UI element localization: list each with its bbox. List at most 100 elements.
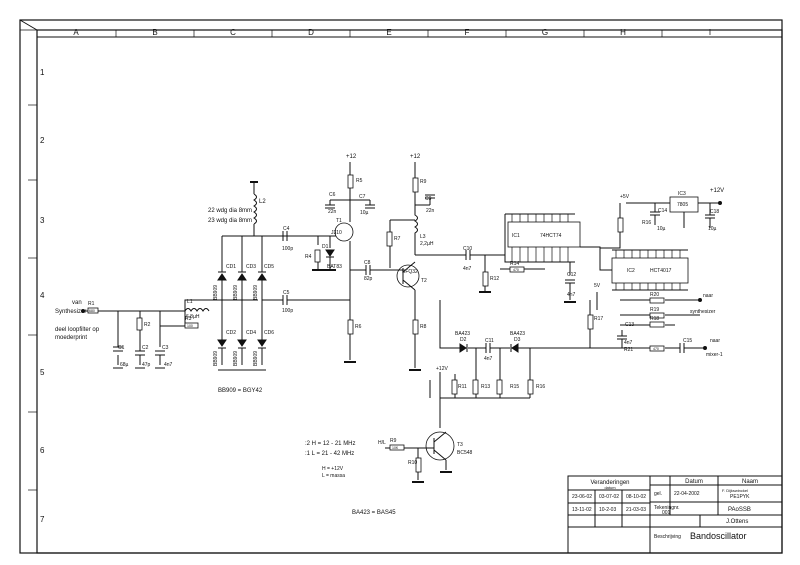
range-line3: H = +12V: [322, 466, 344, 472]
resistor-r18: [649, 321, 665, 328]
cd5-label: CD5: [264, 264, 274, 270]
ic1-label: IC1: [512, 233, 520, 239]
label-filter1: deel loopfilter op: [55, 327, 100, 333]
ic-ic2: [611, 257, 689, 284]
range-line2: :1 L = 21 - 42 MHz: [305, 451, 354, 457]
l3-label: L3: [420, 234, 426, 240]
range-line1: :2 H = 12 - 21 MHz: [305, 441, 356, 447]
varicap-cd6: [257, 330, 267, 365]
l2-label: L2: [259, 199, 266, 205]
change-date-2: 03-07-02: [599, 494, 619, 500]
c10-value: 4n7: [463, 266, 472, 272]
c7-label: C7: [359, 194, 366, 200]
project-name: PAoSSB: [728, 507, 751, 513]
gel-name-2: PE1PYK: [730, 494, 750, 500]
c14-value: 10µ: [657, 226, 666, 232]
c4-label: C4: [283, 226, 290, 232]
label-synth-out: synthesizer: [690, 309, 716, 315]
supply-plus5: +5V: [620, 194, 630, 200]
label-synth-in: Synthesizer: [55, 309, 86, 315]
r14-label: R14: [510, 261, 519, 267]
t3-value: BC548: [457, 450, 473, 456]
col-i: I: [709, 28, 711, 37]
c4-value: 100p: [282, 246, 293, 252]
r7-label: R7: [394, 236, 401, 242]
r12-label: R12: [490, 276, 499, 282]
resistor-r15: [496, 379, 503, 395]
resistor-r11: [451, 379, 458, 395]
c5-value: 100p: [282, 308, 293, 314]
t2-label: T2: [421, 278, 427, 284]
l2-note1: 22 wdg dia 8mm: [208, 208, 252, 214]
d1-label: D1: [322, 244, 329, 250]
r6-label: R6: [355, 324, 362, 330]
gel-label: gel.: [654, 491, 662, 497]
r14-value: 470: [513, 268, 519, 272]
c1-label: C1: [118, 345, 125, 351]
input-section: van Synthesizer deel loopfilter op moede…: [55, 299, 258, 369]
row-labels: 1 2 3 4 5 6 7: [40, 68, 45, 524]
c6-value: 22n: [328, 209, 337, 215]
varicap-cd3: [237, 258, 247, 300]
resistor-r20: [649, 297, 665, 304]
r16-label-top: R16: [642, 220, 651, 226]
c18-value: 10µ: [708, 226, 717, 232]
c3-value: 4n7: [164, 362, 173, 368]
range-line4: L = massa: [322, 473, 345, 479]
ic3-value: 7805: [677, 202, 688, 208]
row-5: 5: [40, 368, 45, 377]
description: Bandoscillator: [690, 531, 747, 541]
r1-value: 680: [89, 309, 95, 313]
label-naar1: naar: [703, 293, 713, 299]
bb909-note: BB909 = BGY42: [218, 388, 263, 394]
row-2: 2: [40, 136, 45, 145]
ic2-section: +5V +12V IC3 7805 C14 10µ C18 10µ R16 IC…: [587, 188, 724, 358]
author-name: J.Ottens: [726, 519, 748, 525]
cd6-type: BB909: [253, 351, 259, 366]
r11-label: R11: [458, 384, 467, 390]
t1-label: T1: [336, 218, 342, 224]
c6-label: C6: [329, 192, 336, 198]
hl-label: H/L: [378, 440, 386, 446]
varicap-cd4: [237, 330, 247, 365]
gel-name-1: F. Dijkswinckel: [722, 488, 748, 493]
diode-d1: [325, 249, 335, 257]
label-mixer: mixer-1: [706, 352, 723, 358]
resistor-r2: [136, 317, 143, 331]
row-7: 7: [40, 515, 45, 524]
label-naar2: naar: [710, 338, 720, 344]
ic2-value: HCT4017: [650, 268, 672, 274]
changes-sub: datum: [604, 485, 616, 490]
transistor-t1: [334, 222, 354, 242]
r13-label: R13: [481, 384, 490, 390]
r3-value: 100: [187, 324, 193, 328]
resistor-r5: [347, 174, 354, 189]
c12-label: C12: [567, 272, 576, 278]
col-c: C: [230, 28, 236, 37]
supply-plus12-right: +12V: [710, 188, 724, 194]
row-3: 3: [40, 216, 45, 225]
column-labels: A B C D E F G H I: [73, 28, 711, 37]
cd4-label: CD4: [246, 330, 256, 336]
d2-label: D2: [460, 337, 467, 343]
c18-label: C18: [710, 209, 719, 215]
resistor-r7: [386, 231, 393, 247]
varicap-cd2: [217, 330, 227, 365]
t2-value: BFQ32: [402, 269, 418, 275]
ic1-section: IC1 74HCT74 R14 470 C12 4n7: [485, 213, 612, 303]
r15-label: R15: [510, 384, 519, 390]
d3-type: BA423: [510, 331, 525, 337]
col-b: B: [152, 28, 157, 37]
c5-label: C5: [283, 290, 290, 296]
c11-label: C11: [485, 338, 494, 344]
resistor-r6: [347, 319, 354, 335]
gel-date: 22-04-2002: [674, 491, 700, 497]
r9-value: 10K: [392, 446, 399, 450]
row-6: 6: [40, 446, 45, 455]
r21-label: R21: [624, 347, 633, 353]
change-date-4: 13-11-02: [572, 507, 592, 513]
d3-label: D3: [514, 337, 521, 343]
l1-label: L1: [187, 299, 193, 305]
c15-label: C15: [683, 338, 692, 344]
